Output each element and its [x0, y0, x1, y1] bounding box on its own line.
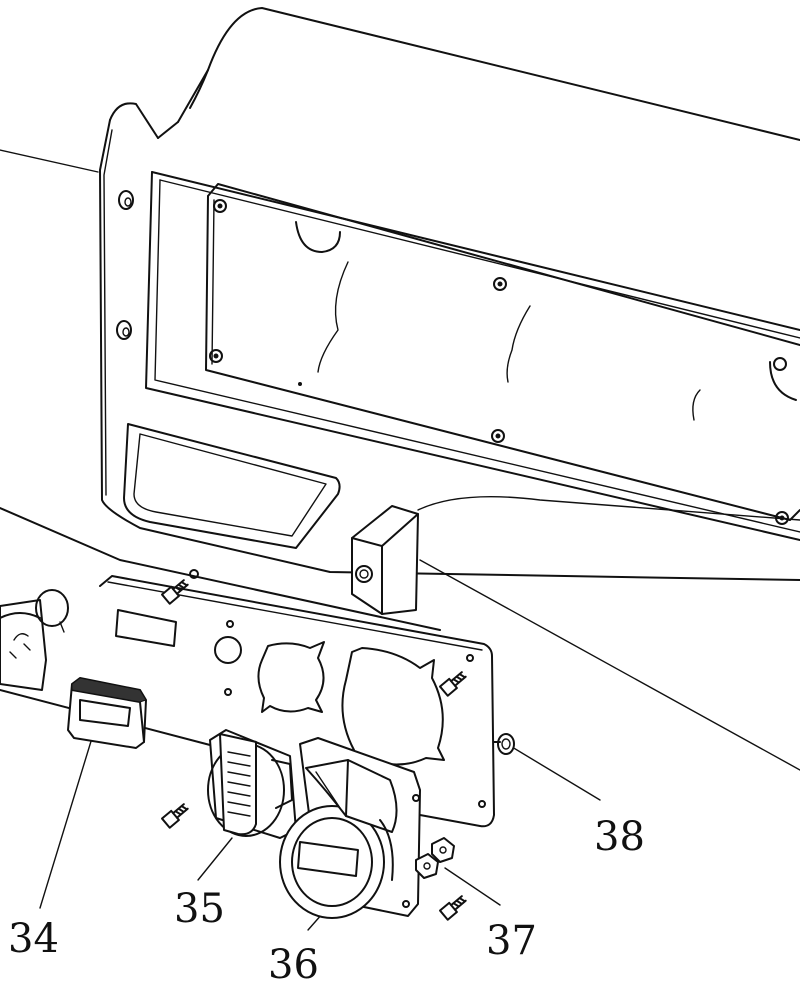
- meter-dial: [0, 589, 69, 691]
- leader-38: [506, 743, 601, 801]
- nut-icon: [431, 837, 455, 863]
- callout-35: 35: [174, 886, 225, 932]
- callout-37: 37: [486, 918, 537, 964]
- flange-hole: [116, 320, 132, 340]
- mounting-block: [351, 505, 419, 615]
- socket-35: [207, 729, 297, 839]
- hour-meter: [67, 677, 147, 749]
- leader-right-edge: [419, 559, 800, 771]
- screw-icon: [439, 895, 467, 921]
- leader-34: [39, 737, 93, 909]
- socket-36: [279, 737, 421, 919]
- callout-34: 34: [8, 916, 59, 962]
- flange-hole: [118, 190, 134, 210]
- screw-icon: [161, 803, 189, 829]
- leader-35: [197, 837, 233, 881]
- callout-38: 38: [594, 814, 645, 860]
- screw-icon: [439, 671, 467, 697]
- housing: [0, 7, 800, 615]
- nut-icon: [415, 853, 439, 879]
- screw-icon: [161, 579, 189, 605]
- bolt-38: [493, 733, 515, 755]
- callout-36: 36: [268, 942, 319, 988]
- leader-37: [444, 867, 501, 906]
